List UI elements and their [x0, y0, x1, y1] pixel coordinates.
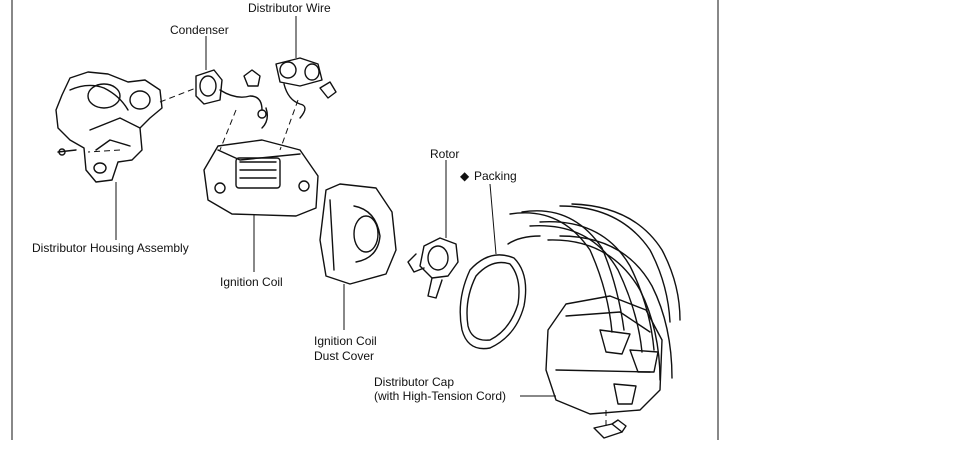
distributor-cap-label-line1: Distributor Cap [374, 375, 454, 389]
distributor-housing-label: Distributor Housing Assembly [32, 241, 189, 255]
high-tension-cords-drawing [507, 203, 681, 381]
ignition-coil-label: Ignition Coil [220, 275, 283, 289]
packing-leader-line [489, 183, 497, 255]
rotor-drawing [407, 237, 459, 299]
distributor-housing-drawing [55, 71, 163, 183]
packing-symbol: ◆ [460, 169, 470, 183]
dust-cover-label-line1: Ignition Coil [314, 334, 377, 348]
packing-drawing [459, 254, 527, 350]
dust-cover-drawing [319, 183, 397, 285]
packing-label: Packing [474, 169, 517, 183]
dash-line-housing-condenser [159, 87, 197, 103]
condenser-drawing [195, 69, 267, 119]
distributor-cap-label-line2: (with High-Tension Cord) [374, 389, 506, 403]
ignition-coil-drawing [203, 139, 319, 217]
distributor-wire-label: Distributor Wire [248, 1, 331, 15]
dash-line-wire-coil [279, 99, 299, 151]
condenser-label: Condenser [170, 23, 229, 37]
distributor-wire-drawing [261, 57, 337, 129]
distributor-cap-drawing [545, 295, 663, 415]
dash-line-screw-housing [87, 149, 121, 153]
cap-bolt-drawing [593, 419, 627, 439]
rotor-label: Rotor [430, 147, 459, 161]
dash-line-condenser-coil [219, 109, 237, 151]
dust-cover-label-line2: Dust Cover [314, 349, 374, 363]
